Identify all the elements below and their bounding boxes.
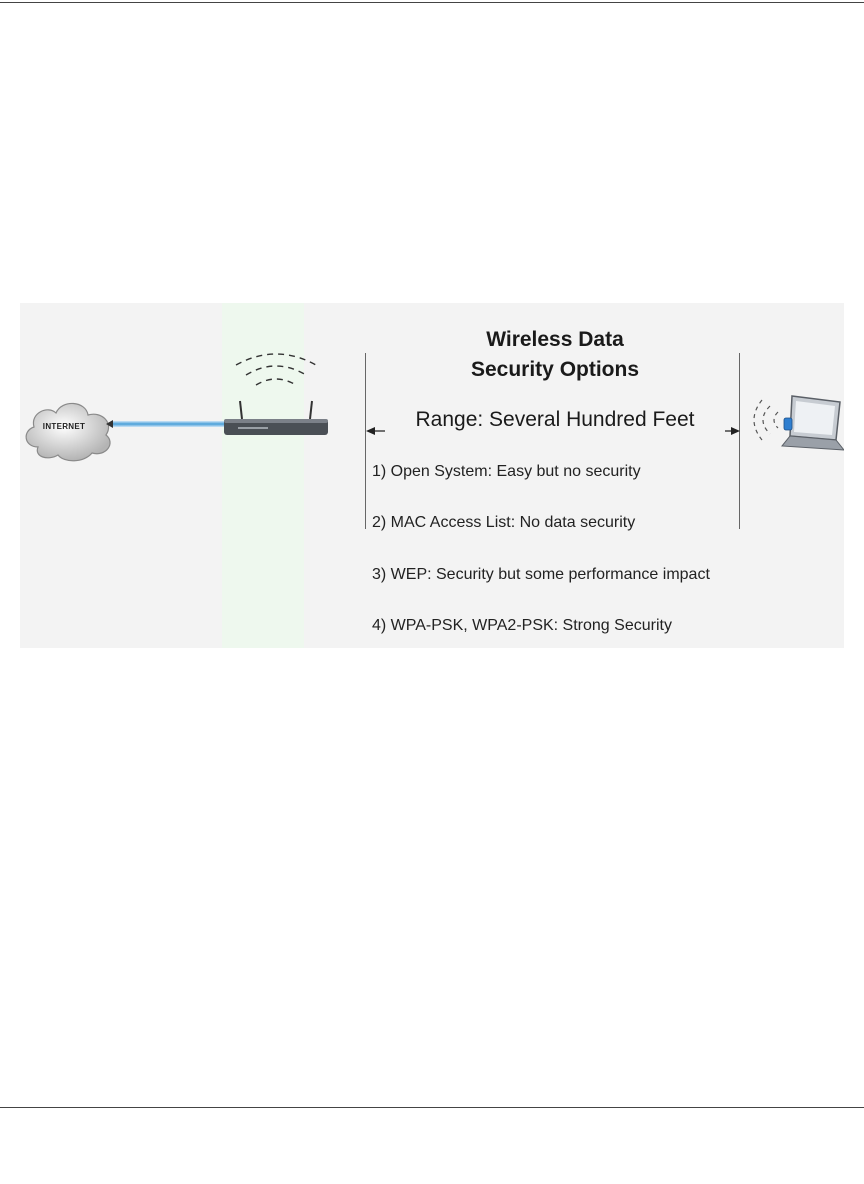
security-option-3: 3) WEP: Security but some performance im…: [372, 566, 710, 584]
figure-title-line1: Wireless Data: [395, 328, 715, 352]
internet-link-line: [106, 418, 226, 430]
security-option-2: 2) MAC Access List: No data security: [372, 514, 635, 532]
figure-title-line2: Security Options: [395, 358, 715, 382]
footer-rule: [0, 1107, 864, 1108]
security-option-1: 1) Open System: Easy but no security: [372, 463, 641, 481]
wireless-security-figure: INTERNET Wireless Data Security Options: [20, 303, 844, 648]
security-option-4: 4) WPA-PSK, WPA2-PSK: Strong Security: [372, 617, 672, 635]
internet-label: INTERNET: [36, 422, 92, 431]
laptop-icon: [748, 388, 844, 468]
range-right-boundary: [739, 353, 740, 529]
wireless-router-icon: [216, 353, 336, 443]
range-left-boundary: [365, 353, 366, 529]
range-label: Range: Several Hundred Feet: [385, 408, 725, 432]
header-rule: [0, 2, 864, 3]
